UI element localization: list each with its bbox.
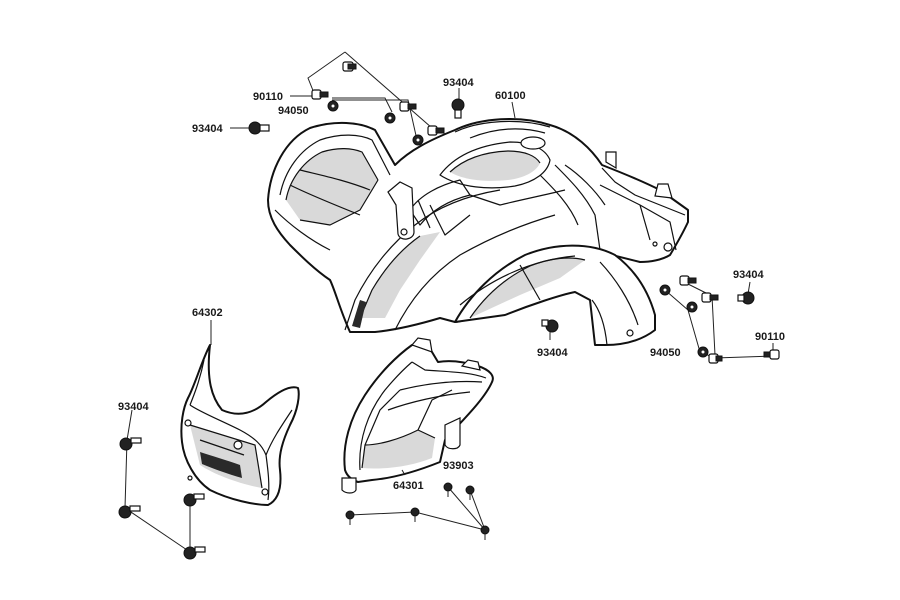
flange-bolt-icon bbox=[183, 493, 205, 507]
part-64301-nose-panel bbox=[341, 337, 494, 494]
screw-icon bbox=[443, 482, 453, 497]
screw-icon bbox=[410, 507, 420, 522]
washer-icon bbox=[659, 284, 671, 296]
bolt-icon bbox=[763, 349, 780, 360]
label-93903: 93903 bbox=[443, 460, 474, 472]
label-93404-center: 93404 bbox=[537, 347, 568, 359]
bolt-icon bbox=[311, 89, 329, 100]
right-fender-extension bbox=[454, 244, 656, 346]
flange-bolt-icon bbox=[451, 98, 465, 119]
bolt-icon bbox=[399, 101, 417, 112]
label-64301: 64301 bbox=[393, 480, 424, 492]
label-93404-topleft: 93404 bbox=[192, 123, 223, 135]
washer-icon bbox=[686, 301, 698, 313]
washer-icon bbox=[327, 100, 339, 112]
label-90110-top: 90110 bbox=[253, 91, 283, 103]
label-93404-topmid: 93404 bbox=[443, 77, 474, 89]
hardware bbox=[118, 61, 780, 560]
bolt-icon bbox=[342, 61, 357, 72]
flange-bolt-icon bbox=[183, 546, 206, 560]
label-94050-top: 94050 bbox=[278, 105, 309, 117]
label-64302: 64302 bbox=[192, 307, 223, 319]
screw-icon bbox=[465, 485, 475, 500]
screw-icon bbox=[480, 525, 490, 540]
label-93404-left: 93404 bbox=[118, 401, 149, 413]
part-60100-front-fender bbox=[267, 117, 689, 333]
washer-icon bbox=[384, 112, 396, 124]
washer-icon bbox=[697, 346, 709, 358]
label-60100: 60100 bbox=[495, 90, 526, 102]
label-93404-right: 93404 bbox=[733, 269, 764, 281]
flange-bolt-icon bbox=[541, 319, 559, 333]
washer-icon bbox=[412, 134, 424, 146]
bolt-icon bbox=[701, 292, 719, 303]
bolt-icon bbox=[427, 125, 445, 136]
flange-bolt-icon bbox=[118, 505, 141, 519]
bolt-icon bbox=[708, 353, 723, 364]
flange-bolt-icon bbox=[119, 437, 142, 451]
part-labels: 90110 94050 93404 93404 60100 93404 9011… bbox=[118, 77, 785, 492]
part-64302-headlight-cover bbox=[180, 344, 300, 506]
screw-icon bbox=[345, 510, 355, 525]
bolt-icon bbox=[679, 275, 697, 286]
flange-bolt-icon bbox=[737, 291, 755, 305]
label-90110-right: 90110 bbox=[755, 331, 785, 343]
flange-bolt-icon bbox=[248, 121, 270, 135]
label-94050-right: 94050 bbox=[650, 347, 681, 359]
